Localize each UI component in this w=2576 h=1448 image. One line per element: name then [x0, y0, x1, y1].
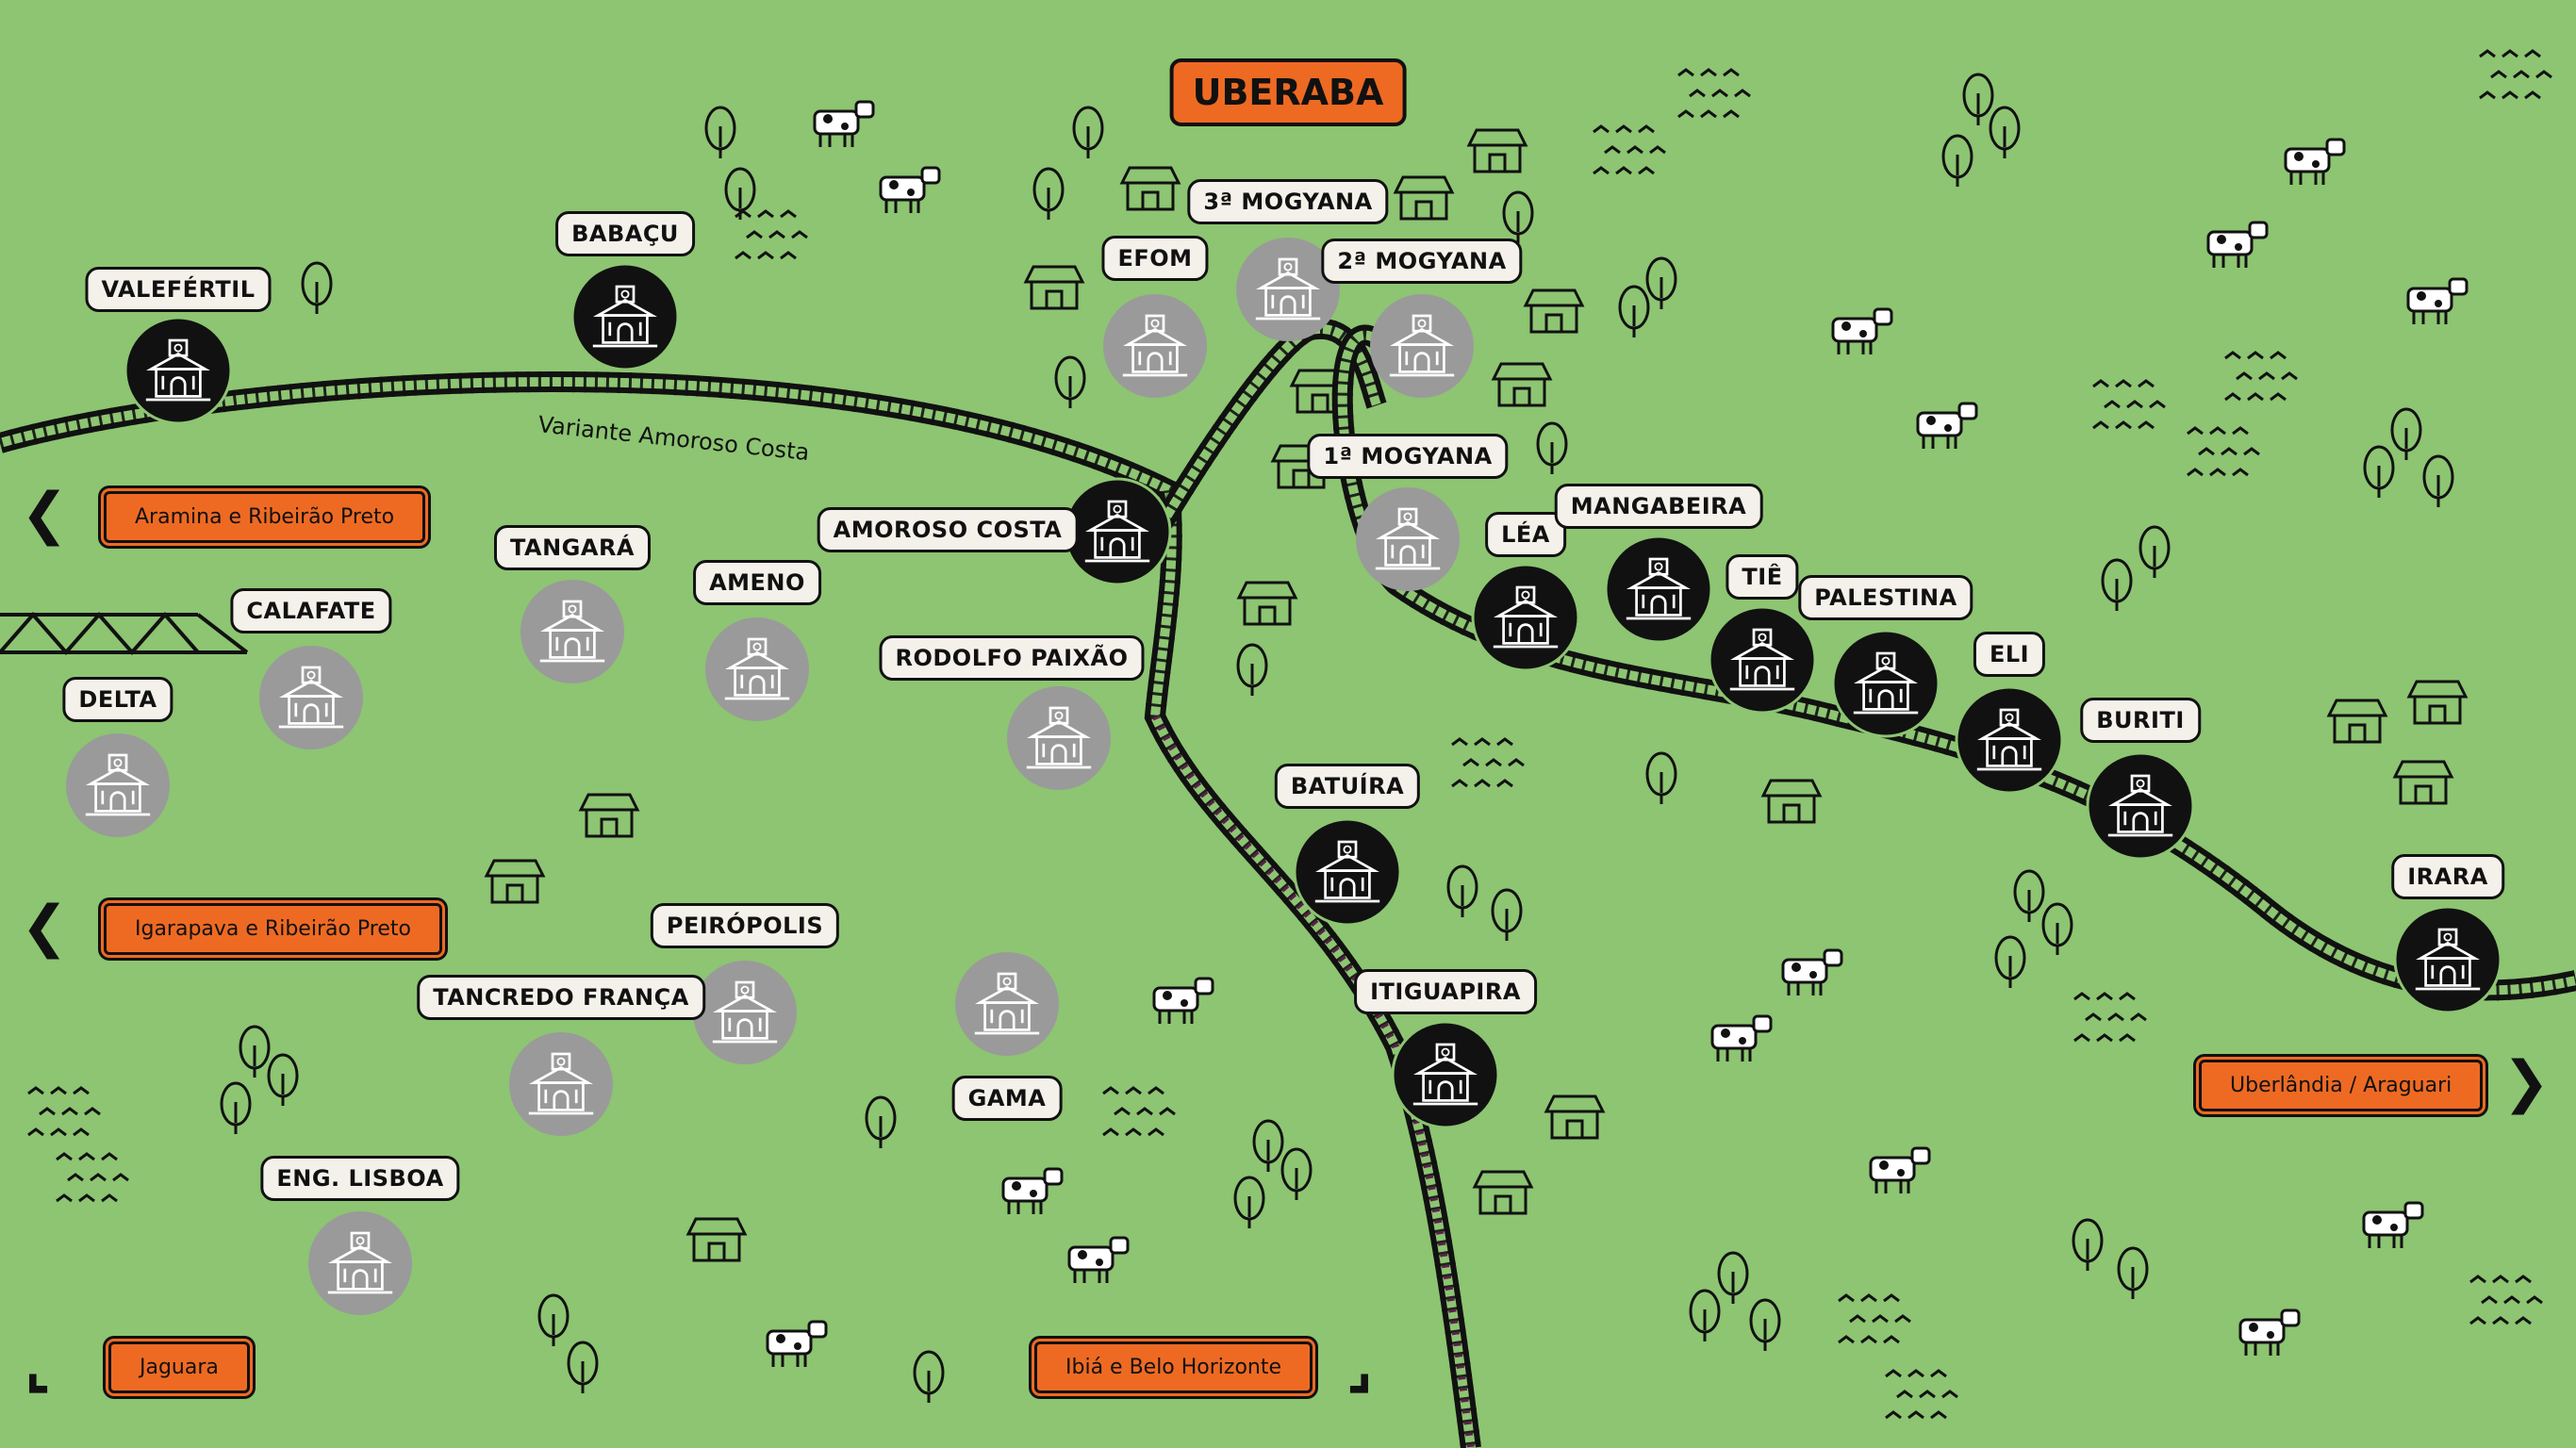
station-label-mangabeira[interactable]: MANGABEIRA	[1554, 484, 1763, 529]
station-icon[interactable]	[1391, 1020, 1500, 1129]
station-label-2-mogyana[interactable]: 2ª MOGYANA	[1321, 239, 1523, 284]
station-label-calafate[interactable]: CALAFATE	[230, 588, 392, 634]
station-icon[interactable]	[1955, 685, 2064, 795]
arrow-corner-icon: ⌞	[25, 1334, 52, 1400]
arrow-corner-icon: ⌟	[1346, 1334, 1374, 1400]
city-title: UBERABA	[1169, 58, 1407, 126]
arrow-right-icon: ❯	[2502, 1049, 2551, 1115]
station-layer	[66, 238, 2502, 1315]
station-label-itiguapira[interactable]: ITIGUAPIRA	[1354, 969, 1537, 1014]
station-icon[interactable]	[955, 952, 1059, 1056]
station-icon[interactable]	[1103, 294, 1207, 398]
station-icon[interactable]	[124, 316, 233, 425]
station-label-tangara[interactable]: TANGARÁ	[494, 525, 651, 570]
destination-uberlandia[interactable]: Uberlândia / Araguari	[2199, 1060, 2484, 1111]
station-icon[interactable]	[570, 262, 680, 371]
destination-jaguara[interactable]: Jaguara	[108, 1341, 250, 1393]
station-label-batuira[interactable]: BATUÍRA	[1274, 764, 1421, 809]
station-icon[interactable]	[308, 1211, 412, 1315]
station-label-amoroso-costa[interactable]: AMOROSO COSTA	[817, 507, 1079, 552]
station-label-tie[interactable]: TIÊ	[1726, 554, 1799, 600]
station-label-tancredo-franca[interactable]: TANCREDO FRANÇA	[417, 975, 705, 1020]
station-icon[interactable]	[1604, 535, 1713, 644]
station-label-1-mogyana[interactable]: 1ª MOGYANA	[1307, 434, 1509, 479]
station-icon[interactable]	[2086, 751, 2195, 861]
station-icon[interactable]	[520, 580, 624, 683]
station-label-buriti[interactable]: BURITI	[2080, 698, 2201, 743]
station-label-gama[interactable]: GAMA	[951, 1076, 1063, 1121]
bridge-icon	[0, 611, 249, 656]
station-icon[interactable]	[1063, 477, 1172, 586]
station-icon[interactable]	[2393, 905, 2502, 1014]
station-icon[interactable]	[1831, 629, 1940, 738]
station-label-lea[interactable]: LÉA	[1485, 512, 1566, 557]
station-icon[interactable]	[66, 733, 170, 837]
station-label-irara[interactable]: IRARA	[2391, 854, 2504, 899]
station-label-eng-lisboa[interactable]: ENG. LISBOA	[260, 1156, 460, 1201]
station-label-ameno[interactable]: AMENO	[693, 560, 821, 605]
destination-aramina[interactable]: Aramina e Ribeirão Preto	[104, 491, 426, 543]
railways	[0, 329, 2576, 1448]
station-icon[interactable]	[1293, 817, 1402, 927]
station-icon[interactable]	[693, 961, 797, 1064]
station-icon[interactable]	[259, 646, 363, 749]
destination-igarapava[interactable]: Igarapava e Ribeirão Preto	[104, 903, 442, 955]
station-label-peiropolis[interactable]: PEIRÓPOLIS	[650, 903, 840, 948]
station-label-eli[interactable]: ELI	[1973, 632, 2046, 677]
station-icon[interactable]	[1471, 563, 1580, 672]
station-icon[interactable]	[1370, 294, 1474, 398]
arrow-left-icon: ❮	[21, 894, 69, 960]
station-icon[interactable]	[509, 1032, 613, 1136]
station-icon[interactable]	[1708, 605, 1817, 715]
station-icon[interactable]	[1356, 487, 1460, 591]
station-label-rodolfo-paixao[interactable]: RODOLFO PAIXÃO	[879, 635, 1145, 681]
destination-ibia[interactable]: Ibiá e Belo Horizonte	[1034, 1341, 1313, 1393]
line-label: Variante Amoroso Costa	[537, 411, 810, 466]
station-label-palestina[interactable]: PALESTINA	[1798, 575, 1973, 620]
station-label-3-mogyana[interactable]: 3ª MOGYANA	[1187, 179, 1389, 224]
arrow-left-icon: ❮	[21, 481, 69, 547]
station-label-delta[interactable]: DELTA	[62, 677, 173, 722]
station-label-valefertil[interactable]: VALEFÉRTIL	[85, 267, 272, 312]
station-label-babacu[interactable]: BABAÇU	[555, 211, 695, 256]
station-icon[interactable]	[1236, 238, 1340, 341]
station-icon[interactable]	[1007, 686, 1111, 790]
station-label-efom[interactable]: EFOM	[1101, 236, 1209, 281]
station-icon[interactable]	[705, 617, 809, 721]
